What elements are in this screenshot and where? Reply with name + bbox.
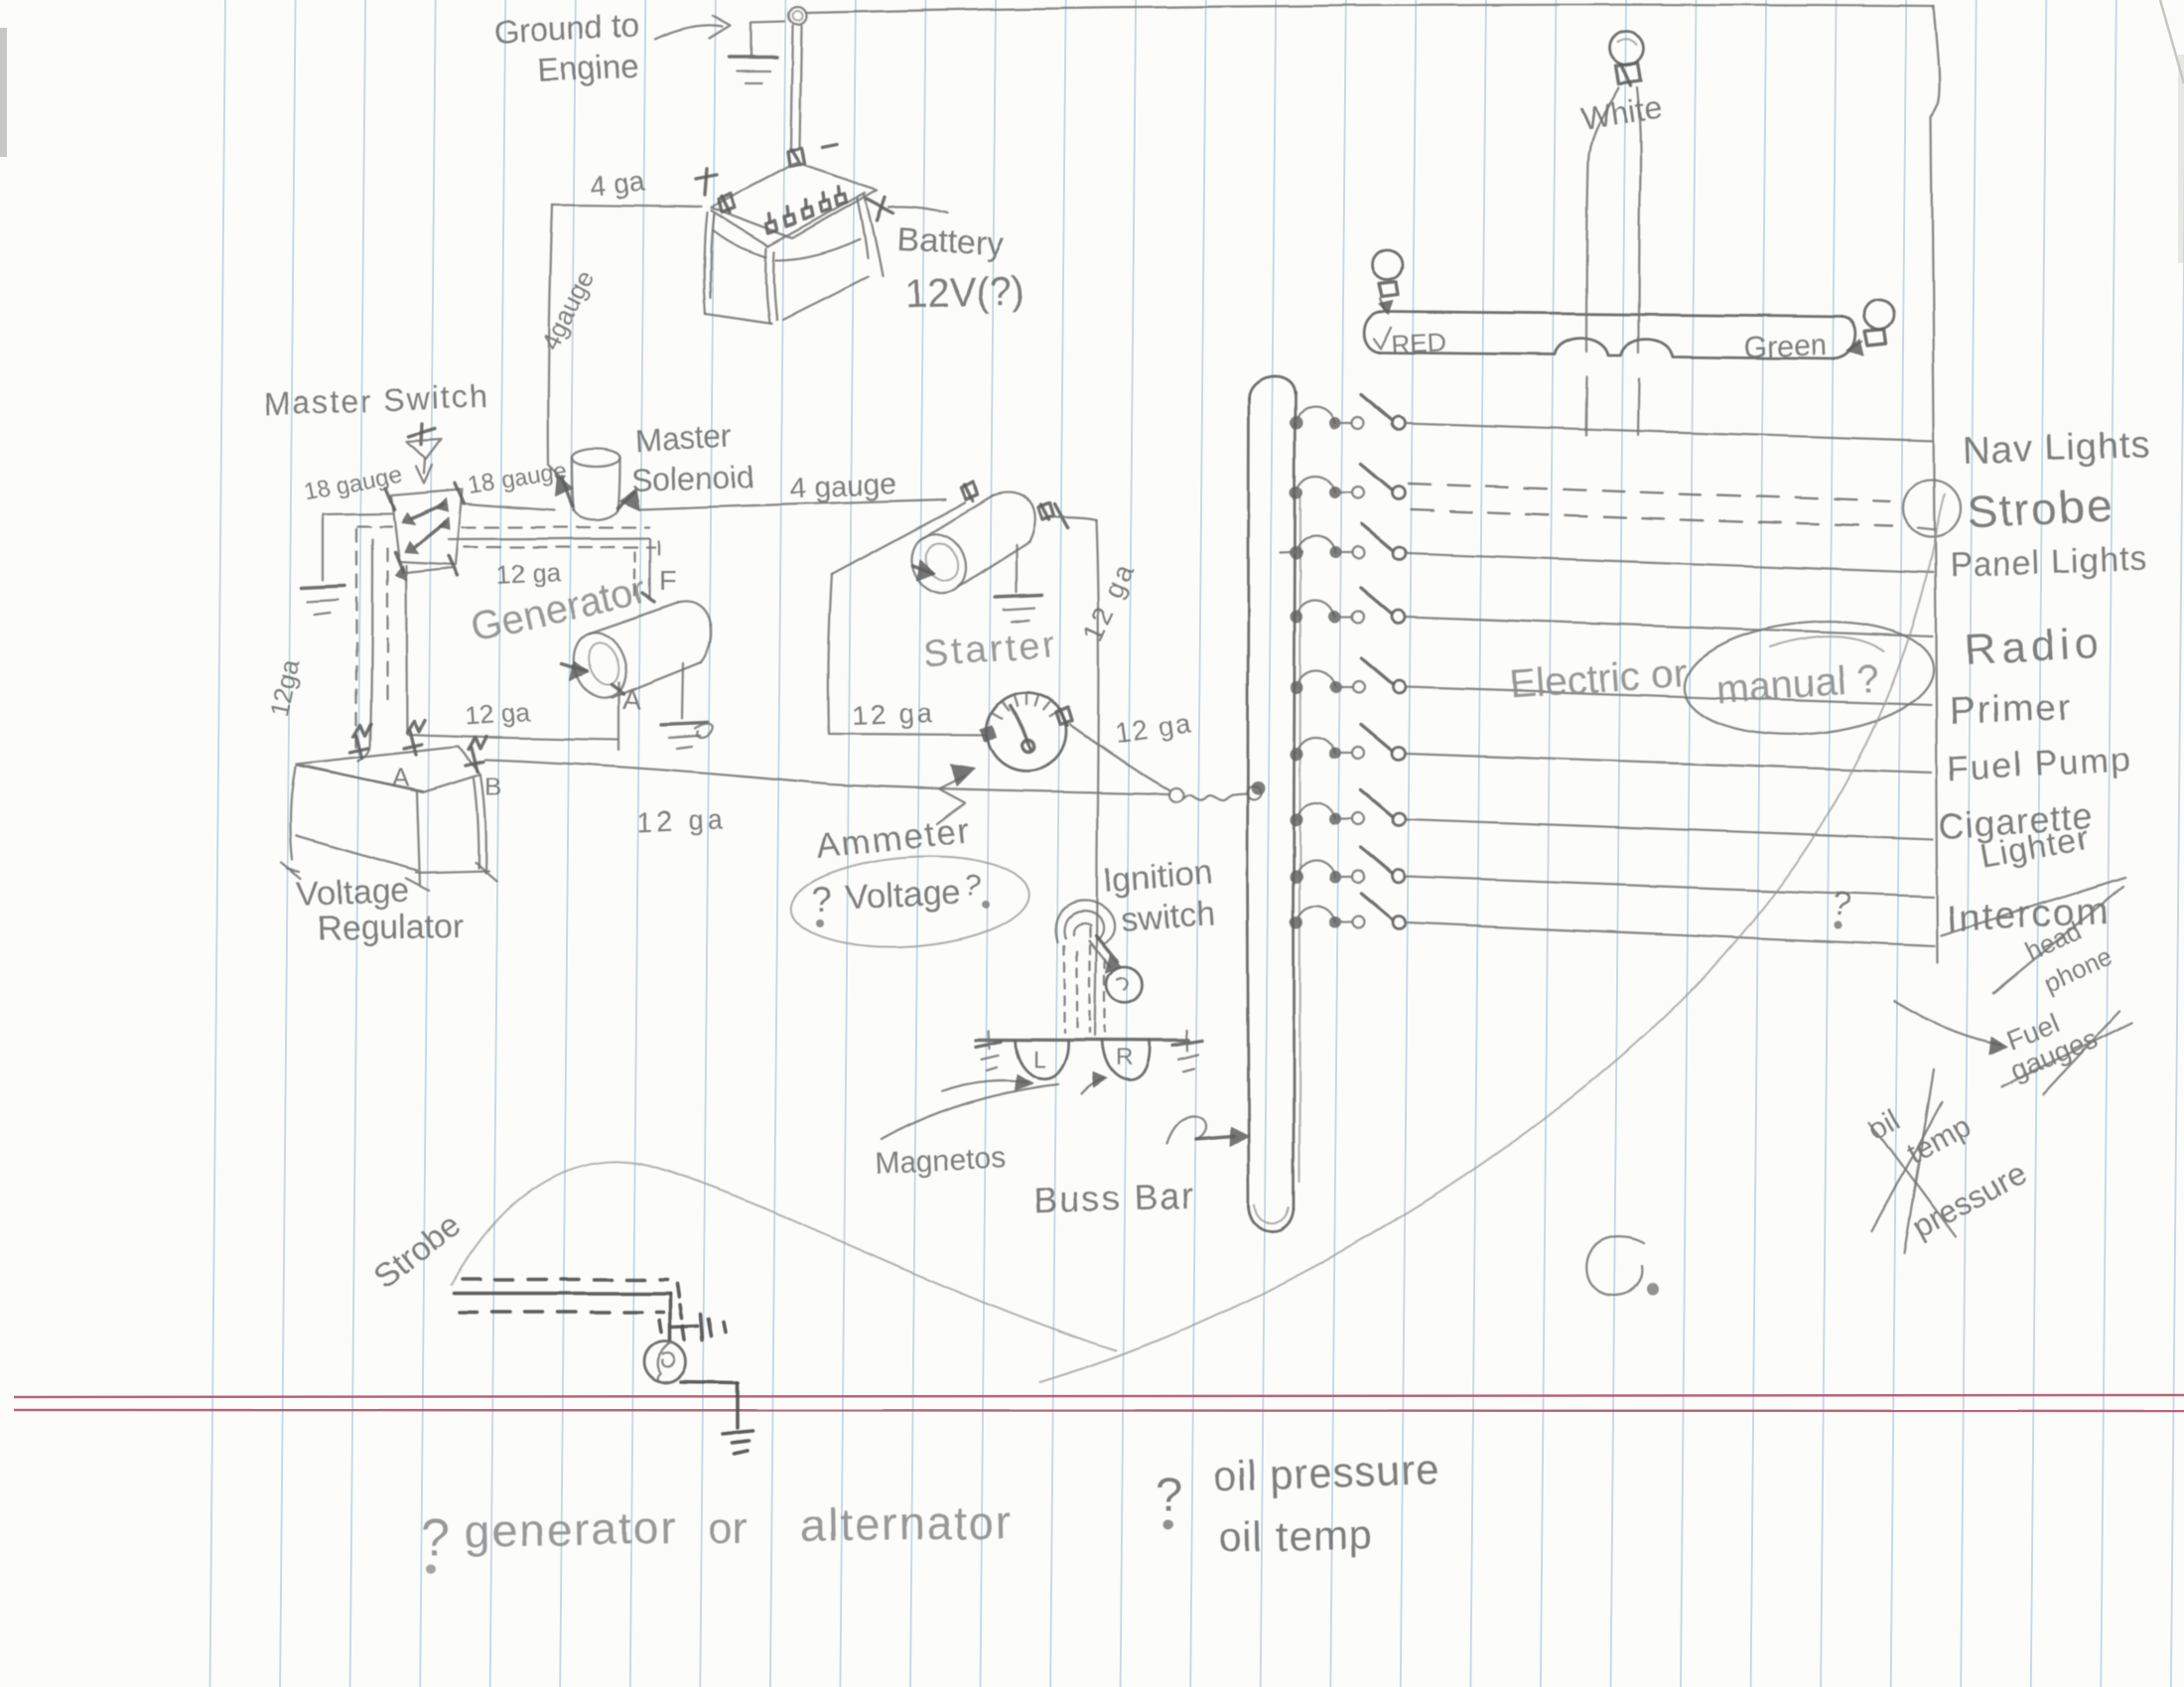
- svg-text:?: ?: [1156, 1470, 1182, 1522]
- svg-text:4 ga: 4 ga: [589, 165, 646, 202]
- svg-text:4 gauge: 4 gauge: [789, 467, 898, 505]
- svg-text:B: B: [484, 772, 501, 801]
- svg-text:Master: Master: [633, 418, 733, 459]
- svg-text:F: F: [659, 565, 676, 596]
- svg-text:switch: switch: [1120, 895, 1216, 938]
- svg-text:Solenoid: Solenoid: [630, 459, 755, 498]
- svg-text:A: A: [622, 684, 641, 715]
- svg-text:Buss Bar: Buss Bar: [1033, 1175, 1195, 1221]
- svg-text:A: A: [392, 763, 410, 792]
- svg-text:Strobe: Strobe: [1966, 479, 2115, 538]
- svg-text:R: R: [1116, 1045, 1133, 1071]
- svg-text:Panel Lights: Panel Lights: [1949, 540, 2147, 585]
- svg-text:?: ?: [962, 868, 984, 903]
- svg-text:Ground to: Ground to: [492, 6, 640, 51]
- svg-text:12 ga: 12 ga: [636, 804, 727, 838]
- svg-text:alternator: alternator: [799, 1495, 1013, 1551]
- svg-text:12 ga: 12 ga: [465, 696, 532, 731]
- svg-text:Battery: Battery: [896, 220, 1006, 264]
- svg-text:12 ga: 12 ga: [851, 697, 936, 731]
- svg-text:generator: generator: [464, 1501, 678, 1557]
- svg-text:or: or: [709, 1504, 748, 1553]
- svg-text:Voltage: Voltage: [296, 872, 410, 914]
- svg-text:Regulator: Regulator: [317, 907, 464, 947]
- svg-text:Green: Green: [1743, 329, 1827, 364]
- svg-text:Nav Lights: Nav Lights: [1963, 424, 2152, 473]
- svg-text:?: ?: [812, 879, 832, 919]
- svg-text:L: L: [1032, 1047, 1045, 1073]
- svg-text:?: ?: [421, 1509, 450, 1567]
- svg-text:Voltage: Voltage: [844, 873, 962, 917]
- svg-text:Radio: Radio: [1964, 619, 2105, 674]
- svg-text:oil temp: oil temp: [1218, 1510, 1373, 1560]
- svg-text:Engine: Engine: [536, 47, 640, 88]
- svg-text:Primer: Primer: [1949, 687, 2073, 733]
- svg-text:Ignition: Ignition: [1102, 854, 1213, 900]
- svg-text:oil pressure: oil pressure: [1212, 1446, 1441, 1500]
- svg-text:12V(?): 12V(?): [904, 269, 1025, 317]
- svg-text:Magnetos: Magnetos: [875, 1141, 1007, 1181]
- svg-text:RED: RED: [1391, 327, 1446, 359]
- svg-text:Master Switch: Master Switch: [263, 378, 489, 422]
- svg-text:Intercom: Intercom: [1946, 890, 2111, 940]
- svg-text:12 ga: 12 ga: [495, 557, 562, 590]
